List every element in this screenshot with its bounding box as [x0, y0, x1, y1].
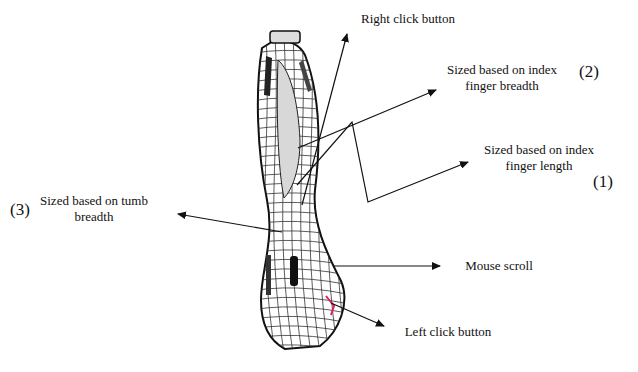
callout-label: Sized based on index finger length: [470, 142, 608, 174]
callout-number: (2): [572, 62, 606, 82]
leader-line: [178, 214, 282, 232]
leader-line: [334, 265, 440, 266]
callout-number: (3): [4, 200, 36, 220]
leader-line: [331, 303, 384, 326]
top-cap: [270, 31, 300, 43]
leader-line: [298, 90, 436, 148]
callout-number: (1): [586, 172, 620, 192]
leader-line: [302, 34, 347, 205]
leader-line: [297, 122, 468, 202]
callout-label: Right click button: [343, 11, 473, 27]
wireframe-mesh: [240, 35, 360, 364]
callout-label: Left click button: [388, 324, 508, 340]
scroll-wheel: [290, 256, 298, 286]
side-shade: [264, 56, 272, 96]
thumb-shade: [266, 255, 271, 295]
callout-label: Sized based on tumb breadth: [38, 193, 150, 225]
side-shade: [299, 60, 312, 92]
left-click-mark: [326, 296, 334, 315]
callout-label: Sized based on index finger breadth: [432, 62, 572, 94]
callout-label: Mouse scroll: [444, 258, 554, 274]
finger-hollow: [277, 60, 300, 198]
